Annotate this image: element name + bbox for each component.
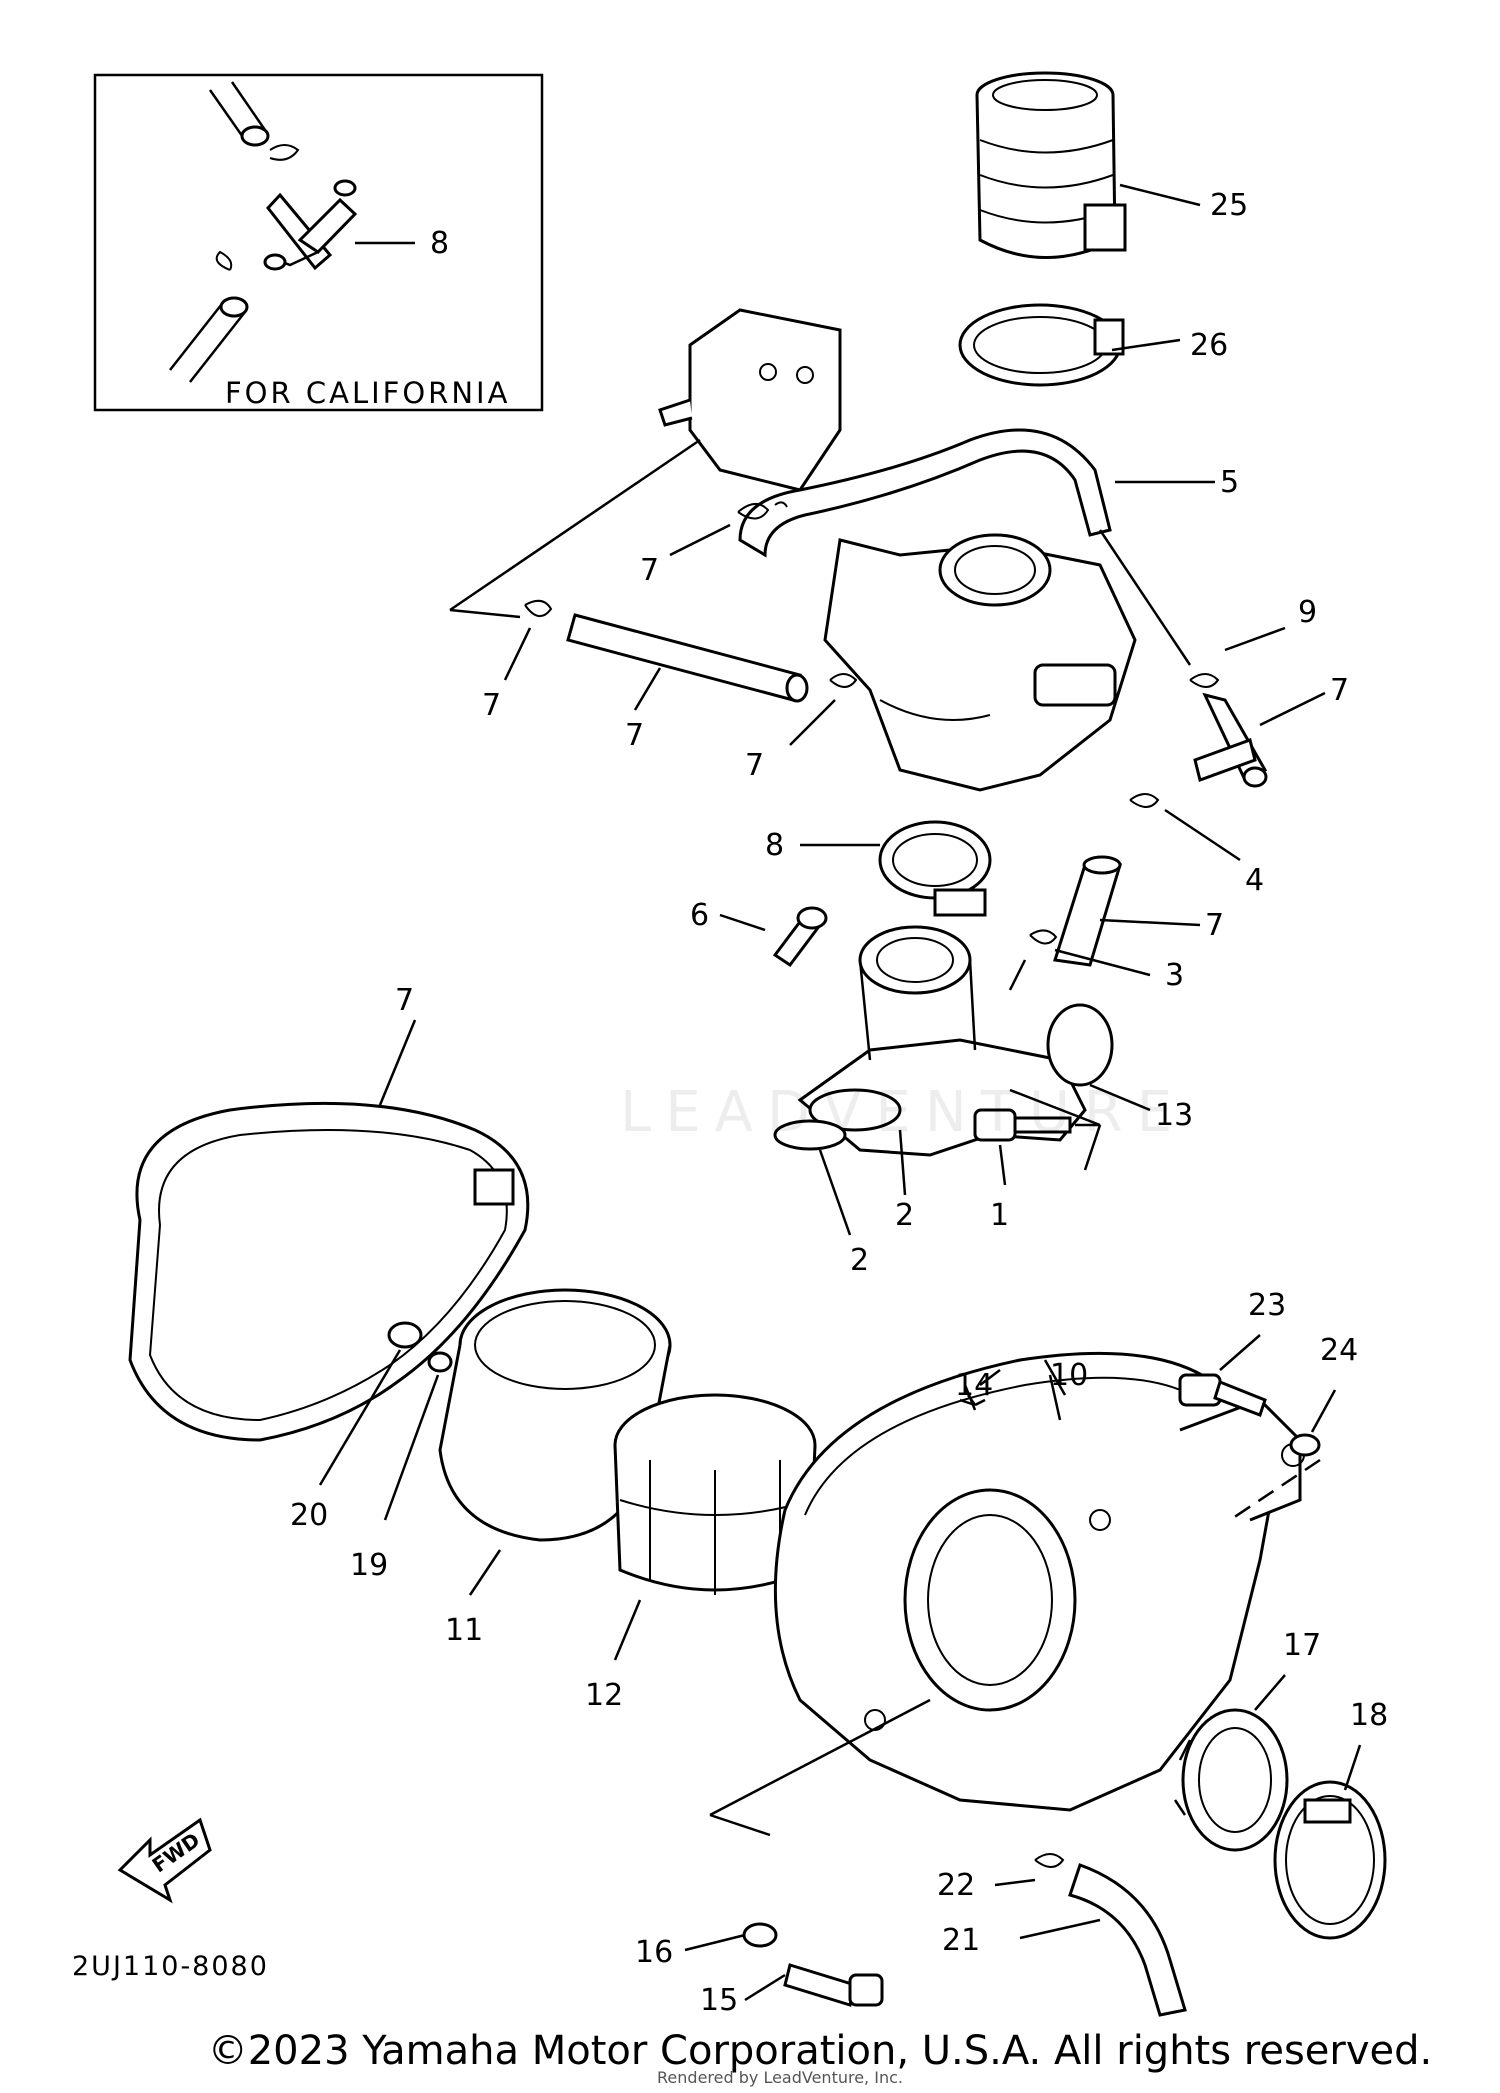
callout-16: 16 bbox=[635, 1935, 673, 1970]
callout-24: 24 bbox=[1320, 1333, 1358, 1368]
part-2-oring-right bbox=[1046, 1003, 1114, 1087]
callout-15: 15 bbox=[700, 1983, 738, 2018]
part-26-clamp-band bbox=[958, 303, 1125, 387]
callout-7b: 7 bbox=[482, 688, 501, 723]
canister bbox=[658, 308, 842, 492]
clip-lower bbox=[1029, 929, 1058, 945]
clip-upper bbox=[737, 501, 788, 520]
clip-left bbox=[524, 599, 553, 617]
california-inset: 8 FOR CALIFORNIA bbox=[93, 73, 544, 412]
clip-middle bbox=[829, 673, 858, 688]
callout-20: 20 bbox=[290, 1498, 328, 1533]
part-5-hose bbox=[738, 428, 1112, 558]
part-20-screw bbox=[387, 1321, 423, 1349]
inset-hose-upper bbox=[208, 81, 270, 147]
callout-6: 7 bbox=[1205, 908, 1224, 943]
part-18-clamp bbox=[1273, 1780, 1387, 1940]
callout-1: 2 bbox=[895, 1198, 914, 1233]
callout-3a: 6 bbox=[690, 898, 709, 933]
inset-label: FOR CALIFORNIA bbox=[225, 376, 510, 410]
part-2-gasket-lower bbox=[773, 1119, 847, 1151]
copyright-notice: ©2023 Yamaha Motor Corporation, U.S.A. A… bbox=[207, 2028, 1433, 2074]
part-8-joint bbox=[1193, 692, 1268, 788]
callout-7e: 4 bbox=[1245, 863, 1264, 898]
part-16-washer bbox=[742, 1922, 778, 1948]
callout-7d: 9 bbox=[1298, 595, 1317, 630]
callout-2b: 2 bbox=[850, 1243, 869, 1278]
callout-18: 18 bbox=[1350, 1698, 1388, 1733]
callout-22: 22 bbox=[937, 1868, 975, 1903]
part-19-washer bbox=[427, 1351, 453, 1373]
callout-23: 23 bbox=[1248, 1288, 1286, 1323]
part-9-hose bbox=[566, 613, 809, 703]
callout-9: 7 bbox=[625, 718, 644, 753]
callout-13: 7 bbox=[395, 983, 414, 1018]
callout-26: 26 bbox=[1190, 328, 1228, 363]
part-3-bolt-upper bbox=[772, 906, 828, 968]
callout-14: 14 bbox=[955, 1368, 993, 1403]
fwd-arrow-icon: FWD bbox=[117, 1817, 212, 1904]
part-6-hose bbox=[1053, 855, 1123, 967]
inset-clip-lower bbox=[215, 250, 233, 271]
callout-7a: 7 bbox=[640, 553, 659, 588]
inset-joint-8 bbox=[263, 179, 358, 271]
part-21-drain-hose bbox=[1068, 1863, 1187, 2017]
part-23-bolt bbox=[1178, 1373, 1267, 1417]
callout-17: 17 bbox=[1283, 1628, 1321, 1663]
callout-5: 5 bbox=[1220, 465, 1239, 500]
part-25-intake-joint bbox=[975, 71, 1127, 259]
callout-8: 7 bbox=[1330, 673, 1349, 708]
part-12-filter-cage bbox=[613, 1393, 817, 1595]
clip-right-lower bbox=[1129, 793, 1160, 808]
inset-hose-lower bbox=[169, 296, 249, 383]
callout-7f: 3 bbox=[1165, 958, 1184, 993]
part-17-joint bbox=[1173, 1708, 1289, 1852]
callout-12: 12 bbox=[585, 1678, 623, 1713]
callout-11: 11 bbox=[445, 1613, 483, 1648]
part-10-air-box bbox=[773, 1351, 1305, 1812]
part-3-bolt-lower bbox=[973, 1108, 1072, 1142]
watermark: LEADVENTURE bbox=[620, 1080, 1187, 1145]
carburetor-body bbox=[823, 533, 1137, 792]
callout-2a: 13 bbox=[1155, 1098, 1193, 1133]
inset-callout-8: 8 bbox=[430, 226, 449, 261]
diagram-code: 2UJ110-8080 bbox=[72, 1951, 269, 1982]
part-4-clamp bbox=[878, 820, 992, 917]
callout-19: 19 bbox=[350, 1548, 388, 1583]
callout-4: 8 bbox=[765, 828, 784, 863]
renderer-credit: Rendered by LeadVenture, Inc. bbox=[657, 2068, 903, 2087]
callout-21: 21 bbox=[942, 1923, 980, 1958]
part-24-washer bbox=[1289, 1433, 1321, 1457]
callout-10: 10 bbox=[1050, 1358, 1088, 1393]
callout-3b: 1 bbox=[990, 1198, 1009, 1233]
callout-7c: 7 bbox=[745, 748, 764, 783]
part-15-bolt bbox=[783, 1963, 884, 2007]
part-11-filter-element bbox=[438, 1288, 672, 1542]
inset-clip-upper bbox=[269, 144, 300, 161]
callout-25: 25 bbox=[1210, 188, 1248, 223]
clip-right-upper bbox=[1189, 673, 1220, 688]
part-13-air-cleaner-cover bbox=[128, 1101, 530, 1442]
inset-frame bbox=[93, 73, 544, 412]
part-22-clip bbox=[1034, 1853, 1065, 1868]
